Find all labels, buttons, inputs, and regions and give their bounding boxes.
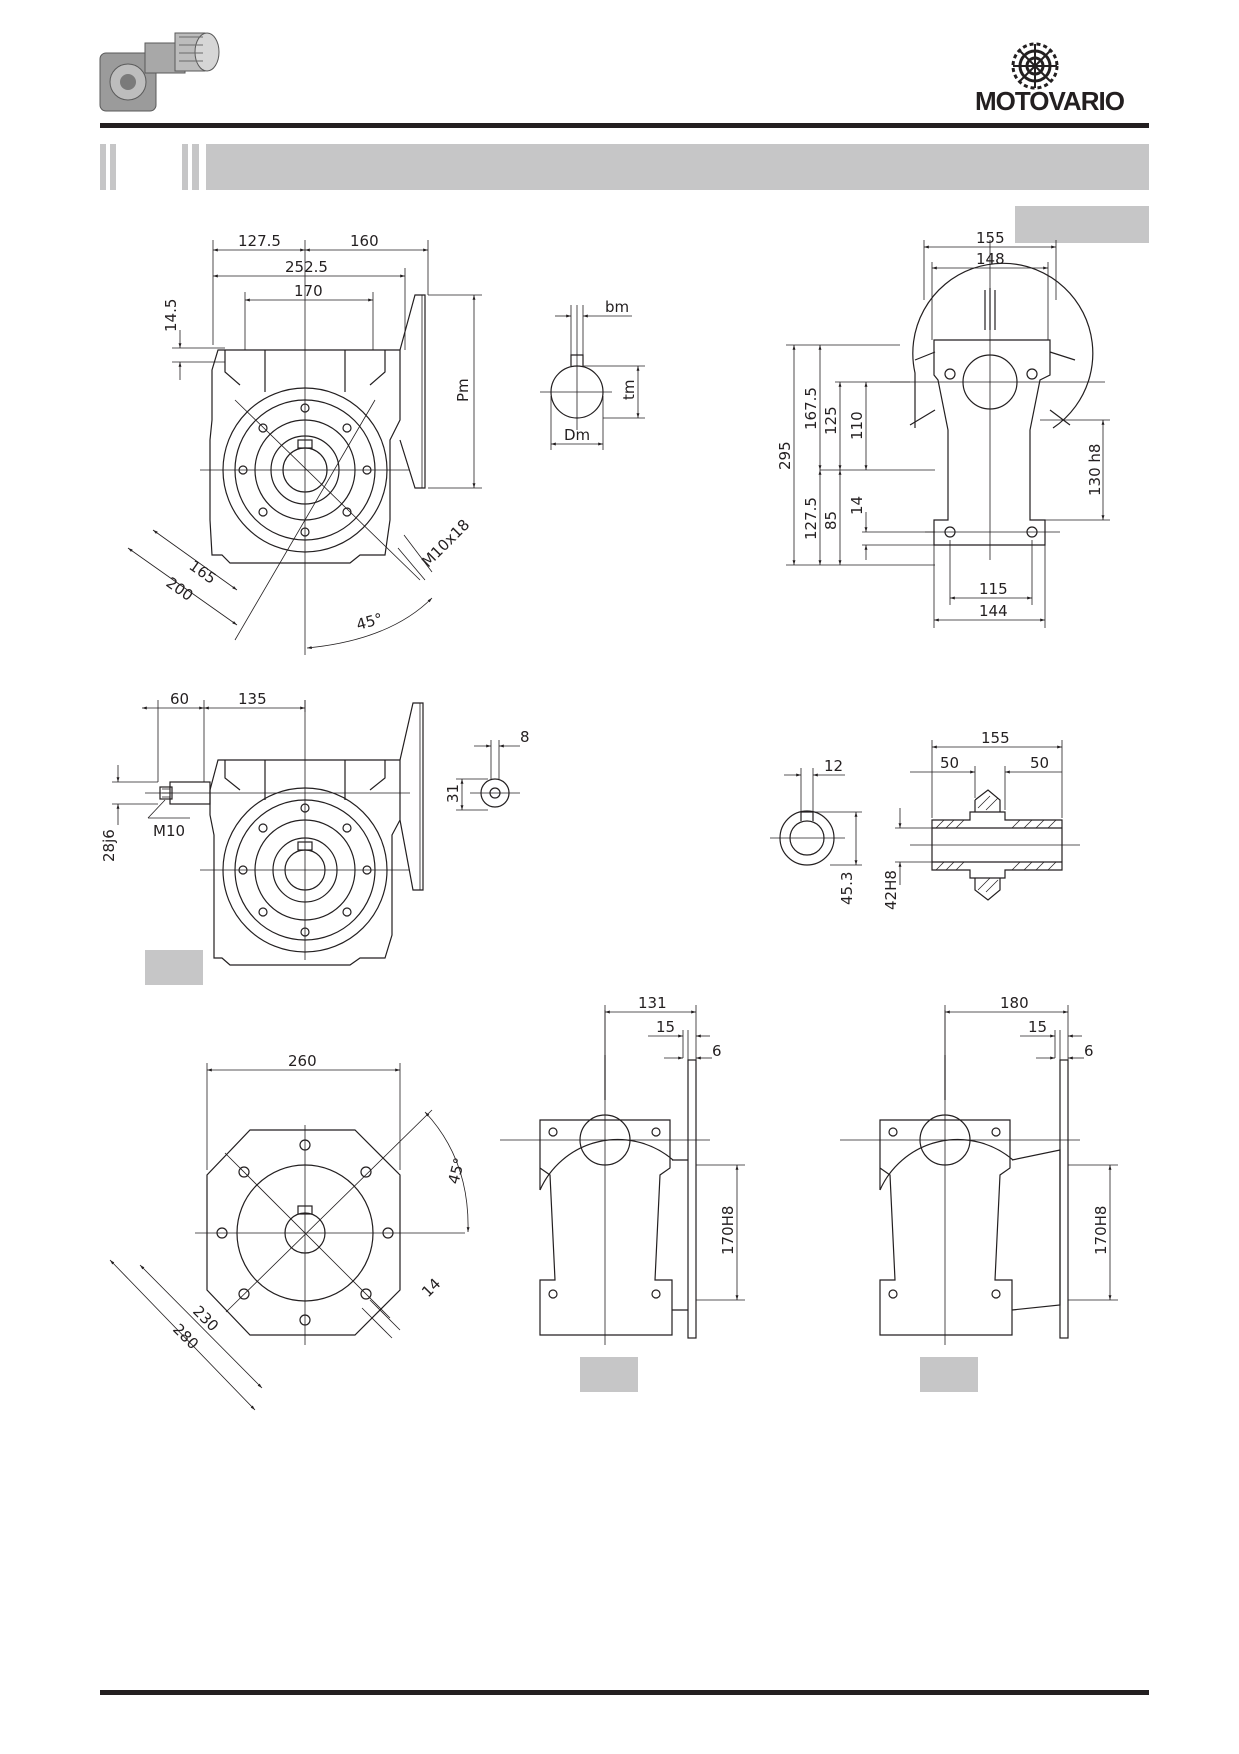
dim-label: 14 [418,1275,444,1301]
page-header: MOTOVARIO [0,0,1239,130]
input-view: 60 135 28j6 M10 8 31 [100,690,530,966]
dim-label: M10 [153,822,185,840]
header-rule [100,123,1149,128]
dim-label: tm [620,380,638,401]
dim-label: 45.3 [838,872,856,905]
dim-label: 260 [288,1052,317,1070]
title-bar-band [206,144,1149,190]
dim-label: 6 [1084,1042,1094,1060]
dim-label: 14 [848,496,866,515]
title-bar-stripe [192,144,199,190]
dim-label: 15 [1028,1018,1047,1036]
dim-label: 148 [976,250,1005,268]
dim-label: 12 [824,757,843,775]
dim-label: 170 [294,282,323,300]
dim-label: 135 [238,690,267,708]
front-view: 127.5 160 252.5 170 14.5 Pm 165 200 M10x… [127,232,482,655]
dim-label: 170H8 [719,1206,737,1255]
dim-label: Pm [454,378,472,402]
title-bar [100,144,1149,190]
dim-label: 230 [189,1302,222,1335]
view-tab [920,1357,978,1392]
dim-label: 167.5 [802,387,820,430]
motovario-gear-logo-icon [1011,42,1059,90]
dim-label: 115 [979,580,1008,598]
dim-label: 6 [712,1042,722,1060]
dim-label: 127.5 [802,497,820,540]
dim-label: 160 [350,232,379,250]
dim-label: 8 [520,728,530,746]
flange-side-view-b: 180 15 6 170H8 [840,994,1118,1345]
title-bar-stripe [182,144,188,190]
dim-label: 15 [656,1018,675,1036]
dim-label: 155 [981,729,1010,747]
dim-label: 200 [163,574,197,605]
flange-view: 260 45° 230 280 14 [109,1052,470,1411]
dim-label: 45° [444,1156,468,1186]
dim-label: 50 [1030,754,1049,772]
brand-name: MOTOVARIO [975,86,1125,116]
footer-rule [100,1690,1149,1695]
dim-label: 14.5 [162,299,180,332]
title-bar-stripe [100,144,106,190]
dim-label: 170H8 [1092,1206,1110,1255]
dim-label: 28j6 [100,829,118,862]
dim-label: 85 [822,511,840,530]
view-tab [580,1357,638,1392]
dim-label: bm [605,298,629,316]
side-view: 155 148 295 167.5 125 110 127.5 85 14 13… [776,229,1110,628]
dim-label: 127.5 [238,232,281,250]
dim-label: 125 [822,406,840,435]
dim-label: 42H8 [882,870,900,910]
keyway-detail: bm tm Dm [540,298,645,450]
hollow-shaft-view: 12 45.3 155 50 50 42H8 [770,729,1080,910]
title-bar-stripe [110,144,116,190]
flange-side-view-a: 131 15 6 170H8 [500,994,745,1345]
dim-label: Dm [564,426,590,444]
view-tab [145,950,203,985]
size-tab [1015,206,1149,243]
dim-label: 31 [444,784,462,803]
dim-label: 130 h8 [1086,444,1104,496]
dim-label: 144 [979,602,1008,620]
gearmotor-product-photo-icon [99,32,220,112]
dim-label: 110 [848,411,866,440]
dim-label: 131 [638,994,667,1012]
dim-label: 60 [170,690,189,708]
dim-label: 252.5 [285,258,328,276]
dim-label: 295 [776,441,794,470]
dim-label: 165 [186,557,220,588]
dim-label: 155 [976,229,1005,247]
dim-label: 45° [354,610,384,634]
dim-label: 280 [169,1320,202,1353]
dim-label: 50 [940,754,959,772]
dim-label: 180 [1000,994,1029,1012]
dim-label: M10x18 [418,516,473,571]
